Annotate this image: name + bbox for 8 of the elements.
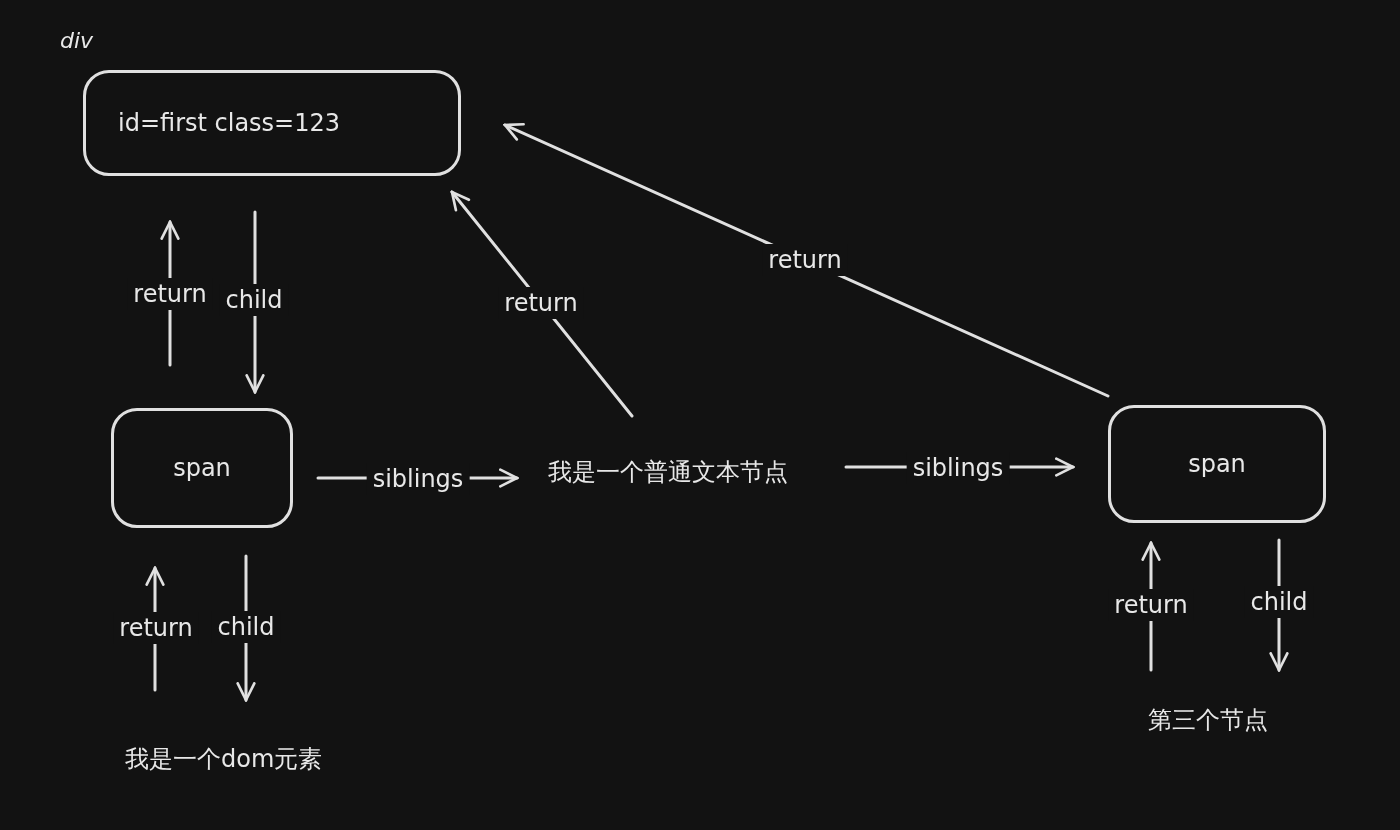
- node-heading: div: [60, 28, 94, 53]
- process-box: span: [1108, 405, 1326, 523]
- node-text: 我是一个普通文本节点: [548, 456, 788, 488]
- process-box: span: [111, 408, 293, 528]
- node-text: 第三个节点: [1148, 704, 1268, 736]
- arrow: [503, 122, 1110, 398]
- process-box: id=first class=123: [83, 70, 461, 176]
- node-text: 我是一个dom元素: [125, 743, 323, 775]
